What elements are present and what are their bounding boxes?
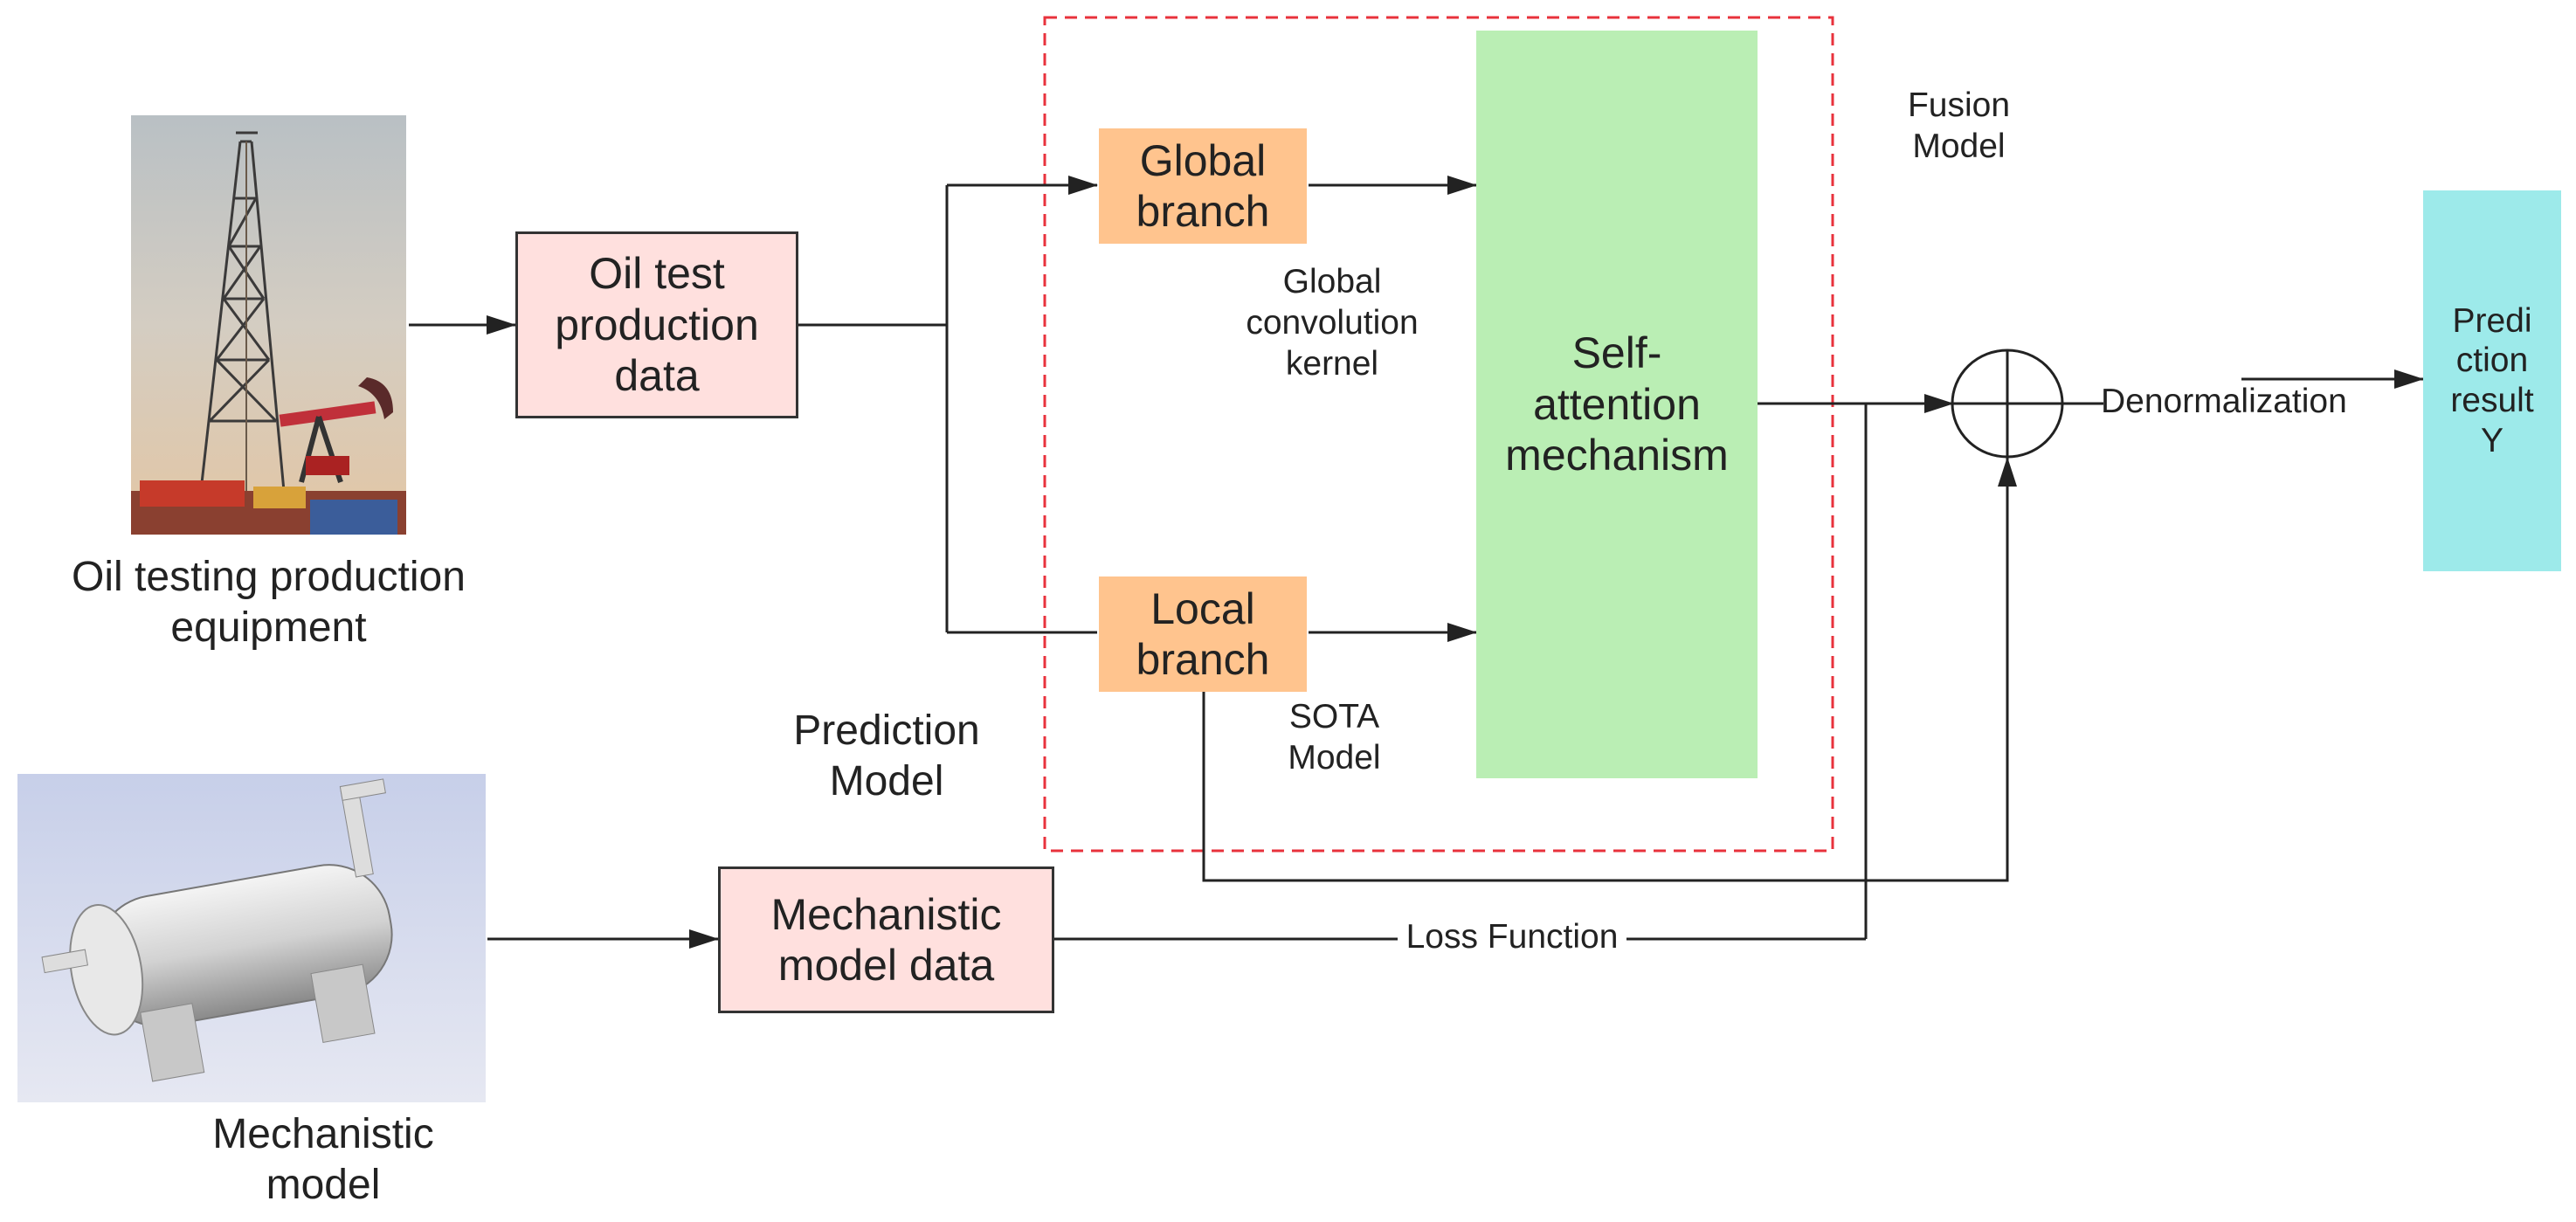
local-branch-box: Local branch: [1099, 576, 1307, 692]
oil-equipment-label: Oil testing production equipment: [72, 554, 466, 651]
prediction-model-label: Prediction Model: [793, 708, 980, 804]
arrow-local-to-sum: [1202, 457, 2017, 882]
global-convolution-kernel-label: Global convolution kernel: [1246, 263, 1419, 383]
mechanistic-model-data-box: Mechanistic model data: [718, 866, 1054, 1013]
fusion-model-label: Fusion Model: [1907, 86, 2011, 165]
oil-equipment-photo: [131, 115, 406, 535]
mechanistic-tank-photo: [17, 774, 486, 1102]
denormalization-label: Denormalization: [2101, 383, 2347, 420]
oil-test-production-data-box: Oil test production data: [515, 231, 798, 418]
prediction-result-box: Predi ction result Y: [2423, 190, 2561, 571]
loss-function-label: Loss Function: [1405, 918, 1619, 956]
sota-model-label: SOTA Model: [1288, 698, 1381, 777]
global-branch-box: Global branch: [1099, 128, 1307, 244]
summation-node: [1951, 349, 2064, 459]
self-attention-mechanism-box: Self- attention mechanism: [1476, 31, 1758, 778]
prediction-model-frame: [1043, 16, 1834, 853]
mechanistic-model-label: Mechanistic model: [212, 1111, 434, 1208]
